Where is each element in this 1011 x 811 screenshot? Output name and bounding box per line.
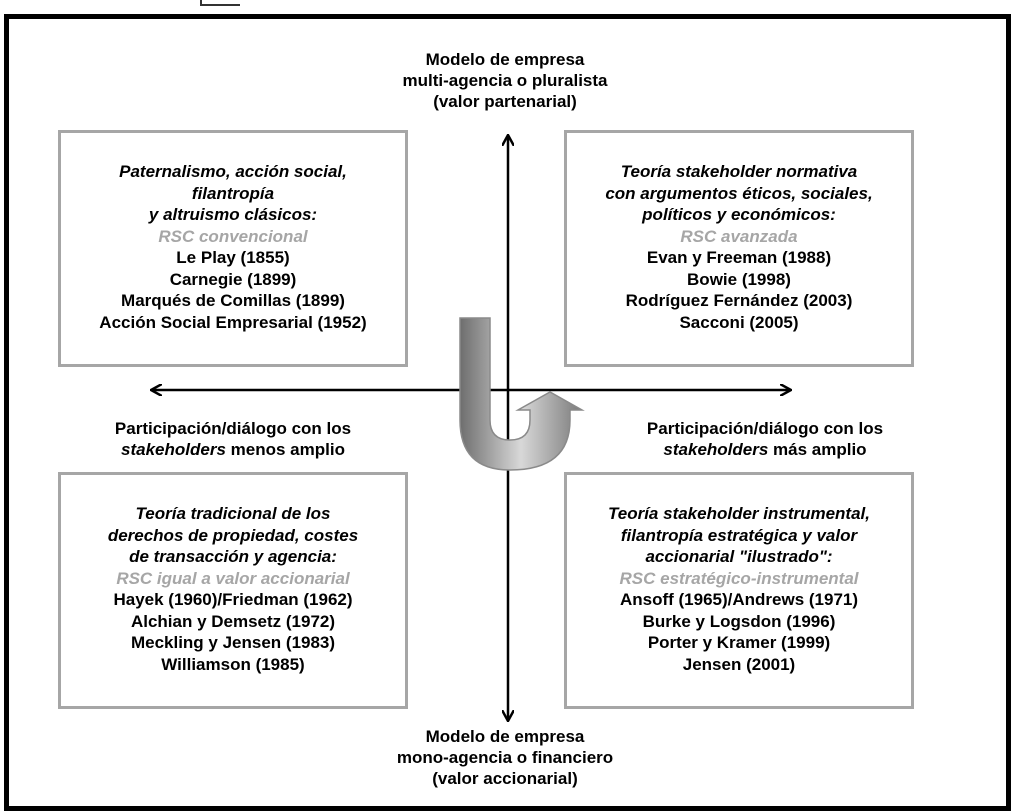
reference: Alchian y Demsetz (1972): [130, 611, 336, 631]
rsc-label: RSC estratégico-instrumental: [619, 568, 859, 588]
top-edge-fragment: [200, 0, 240, 6]
reference: Rodríguez Fernández (2003): [625, 291, 853, 310]
reference: Marqués de Comillas (1899): [121, 291, 345, 310]
reference: Burke y Logsdon (1996): [642, 611, 836, 631]
reference: Sacconi (2005): [679, 312, 799, 332]
diagram-frame: [4, 14, 1011, 811]
quadrant-top-left: Paternalismo, acción social, filantropía…: [58, 130, 408, 367]
quadrant-bottom-left: Teoría tradicional de los derechos de pr…: [58, 472, 408, 709]
reference: Jensen (2001): [682, 654, 796, 674]
quadrant-title: Teoría tradicional de los derechos de pr…: [107, 504, 359, 566]
quadrant-title: Paternalismo, acción social, filantropía…: [119, 162, 347, 224]
reference: Hayek (1960)/Friedman (1962): [113, 590, 353, 609]
reference: Acción Social Empresarial (1952): [99, 312, 367, 332]
reference: Porter y Kramer (1999): [647, 633, 831, 652]
quadrant-top-right: Teoría stakeholder normativa con argumen…: [564, 130, 914, 367]
quadrant-bottom-right: Teoría stakeholder instrumental, filantr…: [564, 472, 914, 709]
u-turn-arrow: [459, 317, 585, 471]
reference: Ansoff (1965)/Andrews (1971): [619, 590, 859, 609]
reference: Le Play (1855): [176, 248, 290, 267]
reference: Meckling y Jensen (1983): [130, 633, 336, 652]
reference: Carnegie (1899): [169, 269, 297, 289]
quadrant-title: Teoría stakeholder normativa con argumen…: [605, 162, 873, 224]
axis-label-top: Modelo de empresa multi-agencia o plural…: [402, 50, 608, 111]
reference: Williamson (1985): [161, 654, 305, 674]
reference: Bowie (1998): [687, 269, 791, 289]
reference: Evan y Freeman (1988): [646, 248, 832, 267]
rsc-label: RSC avanzada: [680, 226, 798, 246]
axis-label-bottom: Modelo de empresa mono-agencia o financi…: [396, 727, 614, 788]
rsc-label: RSC convencional: [158, 226, 308, 246]
quadrant-title: Teoría stakeholder instrumental, filantr…: [608, 504, 870, 566]
axis-label-right: Participación/diálogo con los stakeholde…: [646, 419, 884, 459]
axis-label-left: Participación/diálogo con los stakeholde…: [114, 419, 352, 459]
rsc-label: RSC igual a valor accionarial: [116, 568, 350, 588]
